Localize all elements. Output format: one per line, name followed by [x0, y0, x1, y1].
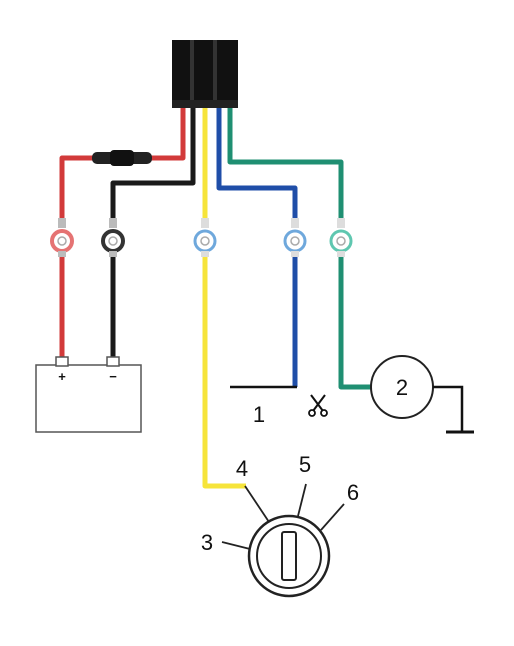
- relay-base: [172, 100, 238, 108]
- label-4: 4: [236, 456, 248, 481]
- relay-separator: [213, 40, 217, 106]
- ground-wire: [433, 385, 464, 431]
- battery-negative-symbol: −: [109, 369, 117, 384]
- black-wire: [110, 108, 196, 358]
- ring-terminal-yellow: [193, 218, 217, 257]
- relay-separator: [190, 40, 194, 106]
- label-2: 2: [396, 375, 408, 400]
- label-6: 6: [347, 480, 359, 505]
- ignition-switch: 3 4 5 6: [201, 452, 359, 598]
- ignition-lead-6: [320, 503, 345, 531]
- label-1: 1: [253, 402, 265, 427]
- blue-wire: [216, 108, 298, 387]
- load: 2: [370, 355, 474, 434]
- label-5: 5: [299, 452, 311, 477]
- yellow-wire-lower: [202, 255, 246, 489]
- fuse-holder: [92, 150, 152, 166]
- blue-wire-upper: [216, 108, 298, 225]
- fuse-cap: [110, 150, 134, 166]
- green-wire-upper: [227, 108, 344, 225]
- yellow-wire: [202, 108, 246, 489]
- battery-positive-symbol: +: [58, 369, 66, 384]
- green-wire-lower: [338, 255, 372, 390]
- red-wire-upper: [59, 108, 186, 225]
- battery-body: [35, 364, 142, 433]
- ignition-lead-5: [297, 483, 307, 517]
- battery-positive-post: [55, 356, 69, 367]
- ring-terminal-black: [101, 218, 125, 257]
- scissors-icon: [308, 394, 328, 417]
- relay-block: [172, 40, 238, 108]
- red-wire: [59, 108, 186, 358]
- ring-terminal-red: [50, 218, 74, 257]
- relay-body: [172, 40, 238, 104]
- ignition-key-slot: [281, 531, 297, 581]
- green-wire: [227, 108, 372, 390]
- battery: + −: [35, 356, 142, 433]
- ignition-lead-3: [221, 541, 251, 550]
- battery-negative-post: [106, 356, 120, 367]
- trigger-input: 1: [230, 385, 328, 427]
- label-3: 3: [201, 530, 213, 555]
- ring-terminal-blue: [283, 218, 307, 257]
- black-wire-upper: [110, 108, 196, 225]
- ignition-lead-4: [244, 485, 270, 523]
- ring-terminals: [50, 218, 353, 257]
- ring-terminal-green: [329, 218, 353, 257]
